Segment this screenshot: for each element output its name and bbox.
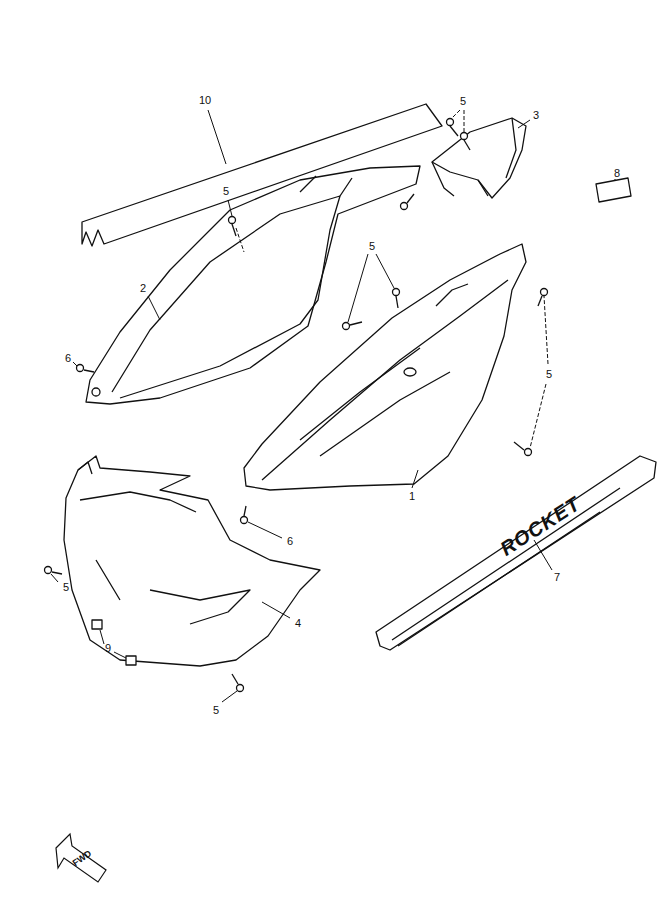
callout-number: 5 (213, 705, 219, 716)
callout-number: 2 (140, 283, 146, 294)
forward-arrow (56, 834, 106, 882)
callout-number: 5 (369, 241, 375, 252)
clip (92, 620, 102, 629)
leader-lines (51, 110, 616, 702)
label-plate (596, 178, 631, 202)
screws (45, 119, 548, 692)
callout-number: 6 (65, 353, 71, 364)
callout-number: 5 (460, 96, 466, 107)
callout-number: 5 (63, 582, 69, 593)
callout-number: 3 (533, 110, 539, 121)
callout-number: 6 (287, 536, 293, 547)
callout-number: 7 (554, 572, 560, 583)
callout-number: 10 (199, 95, 211, 106)
lower-cover (64, 456, 320, 666)
right-side-cover (244, 244, 526, 490)
clip (126, 656, 136, 665)
callout-number: 5 (223, 186, 229, 197)
callout-number: 9 (105, 643, 111, 654)
rear-cap (432, 118, 526, 198)
callout-number: 1 (409, 491, 415, 502)
callout-number: 8 (614, 168, 620, 179)
decal-strip (376, 456, 656, 650)
callout-number: 5 (546, 369, 552, 380)
callout-number: 4 (295, 618, 301, 629)
